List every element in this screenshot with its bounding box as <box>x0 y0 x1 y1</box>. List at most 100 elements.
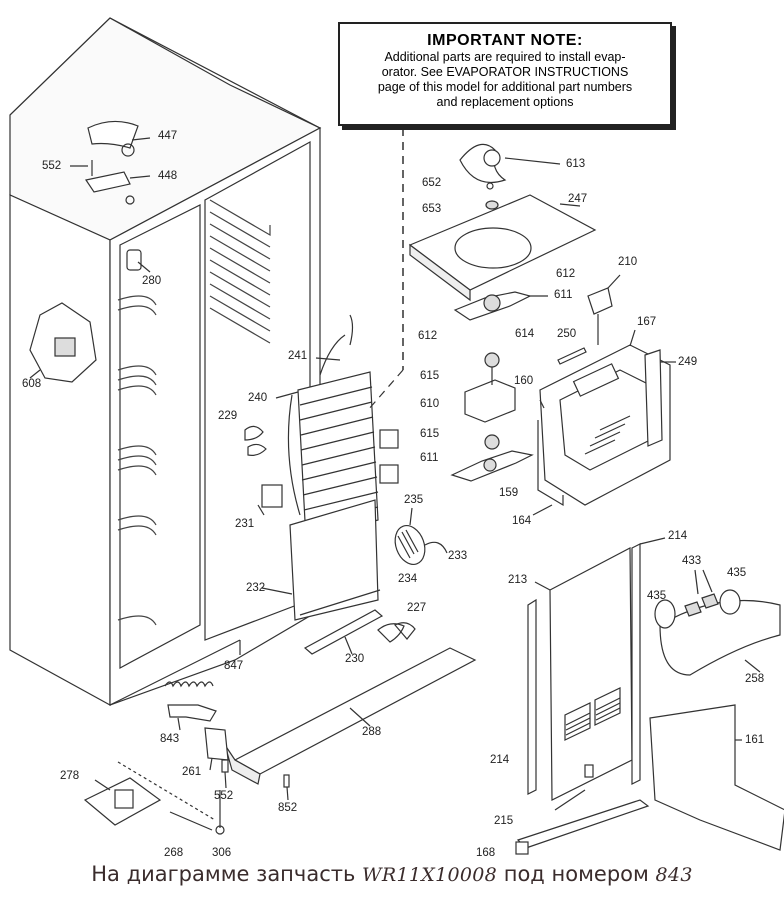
part-611-top <box>453 291 548 321</box>
part-label-843: 843 <box>160 733 180 745</box>
part-label-278: 278 <box>60 770 80 782</box>
exploded-view-drawing <box>9 17 784 855</box>
part-label-608: 608 <box>22 378 42 390</box>
part-label-613: 613 <box>566 158 586 170</box>
part-label-230: 230 <box>345 653 365 665</box>
part-552-screw <box>221 759 229 789</box>
part-261 <box>204 727 229 771</box>
part-label-232: 232 <box>246 582 266 594</box>
part-268-306 <box>117 761 225 835</box>
part-234 <box>394 507 448 565</box>
part-161 <box>649 704 784 851</box>
part-label-615: 615 <box>420 370 440 382</box>
part-label-652: 652 <box>422 177 442 189</box>
part-164-160 <box>532 399 564 516</box>
part-258 <box>659 599 781 676</box>
part-label-280: 280 <box>142 275 162 287</box>
caption-item-number: 843 <box>655 864 693 886</box>
note-leader-arrow <box>367 369 404 411</box>
part-label-167: 167 <box>637 316 657 328</box>
part-613 <box>459 143 561 184</box>
part-label-233: 233 <box>448 550 468 562</box>
part-label-160: 160 <box>514 375 534 387</box>
part-label-448: 448 <box>158 170 178 182</box>
part-652-653 <box>485 182 499 210</box>
part-label-215: 215 <box>494 815 514 827</box>
part-215 <box>554 764 594 811</box>
part-label-552: 552 <box>42 160 62 172</box>
part-229 <box>244 425 267 456</box>
part-447-448-552 <box>70 120 151 205</box>
part-label-653: 653 <box>422 203 442 215</box>
caption-middle: под номером <box>503 862 649 886</box>
part-label-164: 164 <box>512 515 532 527</box>
part-232 <box>261 499 381 621</box>
door-shelves <box>117 295 157 626</box>
part-210 <box>587 274 621 345</box>
part-label-229: 229 <box>218 410 238 422</box>
part-label-612: 612 <box>418 330 438 342</box>
part-label-306: 306 <box>212 847 232 859</box>
part-168 <box>515 799 650 855</box>
important-note-box: IMPORTANT NOTE: Additional parts are req… <box>338 22 672 126</box>
part-label-240: 240 <box>248 392 268 404</box>
part-label-231: 231 <box>235 518 255 530</box>
note-title: IMPORTANT NOTE: <box>427 32 583 49</box>
part-label-168: 168 <box>476 847 496 859</box>
part-label-433: 433 <box>682 555 702 567</box>
part-label-852: 852 <box>278 802 298 814</box>
fresh-food-shelves <box>209 199 271 344</box>
part-231 <box>257 484 283 516</box>
part-label-214: 214 <box>490 754 510 766</box>
part-label-614: 614 <box>515 328 535 340</box>
note-line: Additional parts are required to install… <box>384 50 626 64</box>
part-label-612: 612 <box>556 268 576 280</box>
caption-part-number: WR11X10008 <box>362 864 498 886</box>
part-435-bulbs <box>654 569 741 629</box>
part-label-159: 159 <box>499 487 519 499</box>
part-label-247: 247 <box>568 193 588 205</box>
part-label-611: 611 <box>420 452 439 464</box>
part-247 <box>408 194 597 302</box>
part-249 <box>644 349 676 447</box>
part-label-227: 227 <box>407 602 427 614</box>
part-167 <box>539 329 671 506</box>
part-label-234: 234 <box>398 573 418 585</box>
part-288 <box>224 647 477 785</box>
part-label-241: 241 <box>288 350 308 362</box>
part-label-847: 847 <box>224 660 244 672</box>
part-label-261: 261 <box>182 766 202 778</box>
part-label-250: 250 <box>557 328 577 340</box>
caption-prefix: На диаграмме запчасть <box>91 862 356 886</box>
part-230 <box>303 609 384 655</box>
note-line: orator. See EVAPORATOR INSTRUCTIONS <box>381 65 629 79</box>
part-label-615: 615 <box>420 428 440 440</box>
part-label-210: 210 <box>618 256 638 268</box>
note-line: page of this model for additional part n… <box>377 80 633 94</box>
part-611-bottom <box>450 450 534 482</box>
part-label-161: 161 <box>745 734 765 746</box>
part-280 <box>126 249 151 273</box>
part-843 <box>167 704 217 731</box>
part-label-435: 435 <box>727 567 747 579</box>
part-label-258: 258 <box>745 673 765 685</box>
part-213 <box>534 547 633 801</box>
part-label-288: 288 <box>362 726 382 738</box>
part-label-213: 213 <box>508 574 528 586</box>
part-278 <box>83 777 162 826</box>
part-label-447: 447 <box>158 130 178 142</box>
part-label-268: 268 <box>164 847 184 859</box>
part-847 <box>164 681 214 688</box>
part-label-249: 249 <box>678 356 698 368</box>
part-label-235: 235 <box>404 494 424 506</box>
part-608 <box>29 302 97 383</box>
part-boxes <box>379 429 399 484</box>
part-label-610: 610 <box>420 398 440 410</box>
part-label-214: 214 <box>668 530 688 542</box>
part-852-screw <box>283 774 290 801</box>
part-610 <box>464 352 516 450</box>
part-label-552: 552 <box>214 790 234 802</box>
note-line: and replacement options <box>436 95 574 109</box>
part-214-right <box>631 537 666 785</box>
caption: На диаграмме запчасть WR11X10008 под ном… <box>0 862 784 886</box>
